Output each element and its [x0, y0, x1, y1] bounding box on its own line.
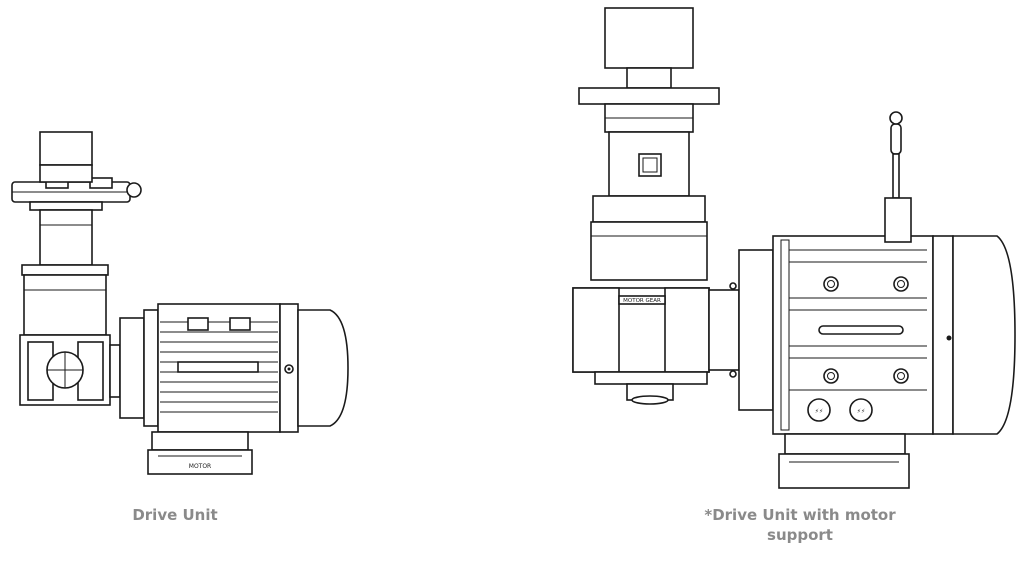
large-gearbox-plate: MOTOR GEAR — [623, 298, 661, 304]
drive-unit-with-support-caption: *Drive Unit with motor support — [704, 506, 896, 544]
drive-unit-caption: Drive Unit — [132, 506, 218, 524]
cable-gland-b: ⚡⚡ — [857, 408, 865, 415]
drive-unit-with-support-drawing: MOTOR GEAR ⚡⚡ ⚡⚡ — [572, 7, 1016, 489]
small-gearbox-plate: MOTOR — [189, 463, 211, 470]
drive-unit-drawing: MOTOR — [11, 131, 349, 475]
motor-fins-right — [789, 249, 927, 391]
cable-gland-a: ⚡⚡ — [815, 408, 823, 415]
